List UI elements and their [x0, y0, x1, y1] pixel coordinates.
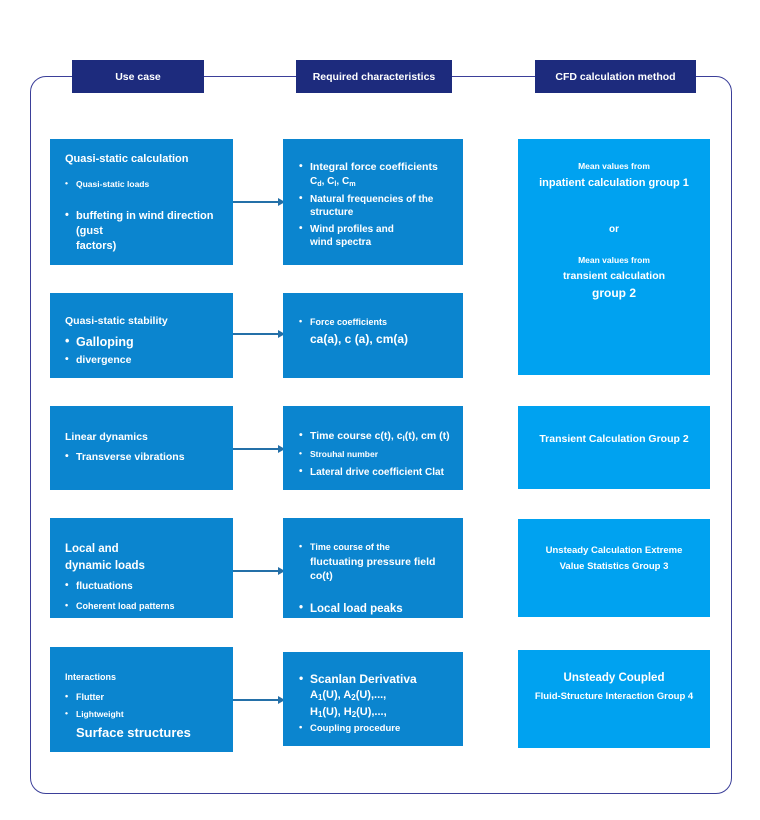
method-box-extreme-value-group-3: Unsteady Calculation Extreme Value Stati… [518, 519, 710, 617]
header-cfd-calculation-method: CFD calculation method [535, 60, 696, 93]
required-3-bullet-2: Strouhal number [299, 448, 457, 460]
use-case-5-title: Interactions [65, 672, 117, 682]
required-5-bullet-2: Coupling procedure [299, 722, 457, 736]
use-case-box-interactions: Interactions Flutter Lightweight Surface… [50, 647, 233, 752]
use-case-box-linear-dynamics: Linear dynamics Transverse vibrations [50, 406, 233, 490]
arrow-row5-icon [233, 696, 285, 704]
required-4-line-2: fluctuating pressure field co(t) [310, 556, 436, 583]
use-case-5-line-3: Surface structures [76, 724, 191, 740]
method-box-fsi-group-4: Unsteady Coupled Fluid-Structure Interac… [518, 650, 710, 748]
use-case-2-bullet-1: Galloping [65, 333, 221, 351]
required-5-line-a: A1(U), A2(U),..., [310, 689, 387, 703]
method-box-mean-values: Mean values from inpatient calculation g… [518, 139, 710, 375]
use-case-3-bullet-1: Transverse vibrations [65, 449, 221, 464]
arrow-row1-icon [233, 198, 285, 206]
use-case-3-title: Linear dynamics [65, 431, 148, 443]
method-1-or: or [609, 224, 619, 236]
method-3-line-1: Transient Calculation Group 2 [539, 433, 689, 445]
method-box-transient-group-2: Transient Calculation Group 2 [518, 406, 710, 489]
use-case-5-bullet-2: Lightweight [65, 708, 221, 720]
use-case-box-quasi-static-calculation: Quasi-static calculation Quasi-static lo… [50, 139, 233, 265]
use-case-box-quasi-static-stability: Quasi-static stability Galloping diverge… [50, 293, 233, 378]
required-3-bullet-1: Time course c(t), cl(t), cm (t) [299, 428, 457, 444]
required-1-coefficients: Cd, Cl, Cm [310, 176, 356, 188]
arrow-row3-icon [233, 445, 285, 453]
required-box-scanlan-derivatives: Scanlan Derivativa A1(U), A2(U),..., H1(… [283, 652, 463, 746]
use-case-4-bullet-1: fluctuations [65, 579, 221, 594]
required-3-bullet-3: Lateral drive coefficient Clat [299, 465, 457, 480]
required-1-bullet-2: Natural frequencies of the structure [299, 192, 455, 220]
use-case-box-local-dynamic-loads: Local and dynamic loads fluctuations Coh… [50, 518, 233, 618]
required-2-line-1: ca(a), c (a), cm(a) [310, 332, 409, 347]
required-1-bullet-3: Wind profiles and wind spectra [299, 222, 455, 250]
use-case-1-bullet-2: buffeting in wind direction (gust factor… [65, 208, 221, 254]
method-5-line-2: Fluid-Structure Interaction Group 4 [534, 690, 694, 702]
required-5-bullet-1: Scanlan Derivativa [299, 670, 457, 687]
required-1-bullet-1: Integral force coefficients [299, 159, 455, 174]
method-1-line-3: group 2 [592, 286, 636, 301]
required-4-bullet-1: Time course of the [299, 540, 457, 553]
required-4-bullet-2: Local load peaks [299, 602, 457, 618]
use-case-4-title: Local and dynamic loads [65, 543, 145, 572]
method-1-small-1: Mean values from [578, 161, 650, 171]
use-case-2-bullet-2: divergence [65, 352, 221, 367]
use-case-1-bullet-1: Quasi-static loads [65, 178, 221, 190]
method-1-small-2: Mean values from [578, 254, 650, 265]
use-case-4-bullet-2: Coherent load patterns [65, 599, 221, 612]
header-required-characteristics: Required characteristics [296, 60, 452, 93]
required-box-integral-coefficients: Integral force coefficients Cd, Cl, Cm N… [283, 139, 463, 265]
use-case-5-bullet-1: Flutter [65, 690, 221, 703]
arrow-row4-icon [233, 567, 285, 575]
required-box-fluctuating-pressure: Time course of the fluctuating pressure … [283, 518, 463, 618]
method-5-line-1: Unsteady Coupled [563, 672, 665, 684]
header-use-case: Use case [72, 60, 204, 93]
required-2-bullet-1: Force coefficients [299, 315, 455, 328]
use-case-2-title: Quasi-static stability [65, 315, 168, 327]
method-1-line-1: inpatient calculation group 1 [539, 177, 689, 190]
use-case-1-title: Quasi-static calculation [65, 153, 189, 165]
arrow-row2-icon [233, 330, 285, 338]
required-box-force-coefficients: Force coefficients ca(a), c (a), cm(a) [283, 293, 463, 378]
required-box-time-course: Time course c(t), cl(t), cm (t) Strouhal… [283, 406, 463, 490]
method-4-line-1: Unsteady Calculation Extreme Value Stati… [545, 545, 683, 573]
method-1-line-2: transient calculation [562, 270, 666, 283]
required-5-line-h: H1(U), H2(U),..., [310, 705, 387, 719]
